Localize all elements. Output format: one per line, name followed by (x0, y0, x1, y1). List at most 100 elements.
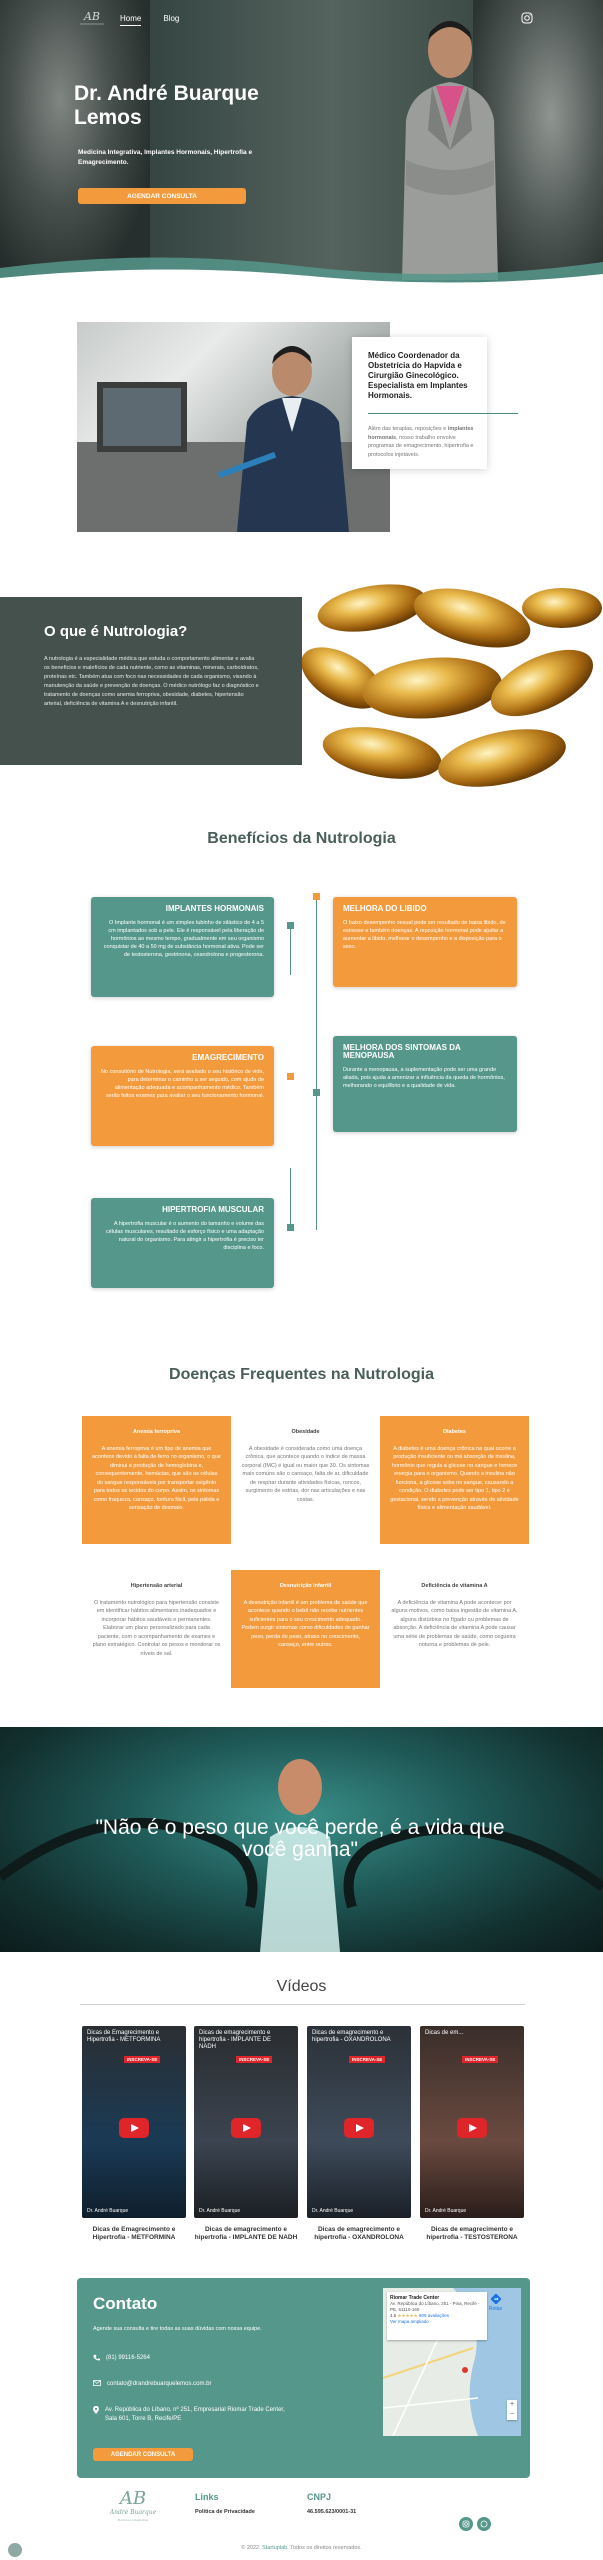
video-thumbnail[interactable]: Dicas de emagrecimento e hipertrofia - I… (194, 2026, 298, 2218)
benefit-title: EMAGRECIMENTO (192, 1053, 264, 1062)
footer-logo[interactable]: AB André Buarque Medicina Integrativa (106, 2484, 160, 2524)
hero-cta-button[interactable]: AGENDAR CONSULTA (78, 188, 246, 204)
youtube-play-icon[interactable] (231, 2118, 261, 2138)
benefit-text: O Implante hormonal é um simples tubinho… (103, 920, 264, 958)
phone-icon (93, 2354, 100, 2361)
disease-text: A obesidade é considerada como uma doenç… (241, 1445, 370, 1503)
nav-home[interactable]: Home (120, 14, 142, 26)
footer-logo-sub: Medicina Integrativa (118, 2518, 149, 2522)
map-directions[interactable]: Rotas (489, 2293, 503, 2312)
video-caption[interactable]: Dicas de Emagrecimento e Hipertrofia - M… (92, 2226, 176, 2241)
disease-title: Deficiência de vitamina A (421, 1583, 488, 1589)
map-reviews[interactable]: 809 avaliações (418, 2313, 449, 2318)
disease-obesidade: Obesidade A obesidade é considerada como… (231, 1416, 380, 1544)
video-caption[interactable]: Dicas de emagrecimento e hipertrofia - I… (194, 2226, 298, 2241)
disease-title: Hipertensão arterial (130, 1583, 183, 1589)
disease-text: O tratamento nutrológico para hipertensã… (92, 1599, 221, 1657)
benefit-card-emagrecimento: EMAGRECIMENTO No consultório de Nutrolog… (91, 1046, 274, 1146)
nav-blog[interactable]: Blog (163, 14, 180, 23)
video-card[interactable]: Dicas de emagrecimento e hipertrofia - O… (307, 2026, 411, 2242)
site-logo[interactable]: AB (72, 6, 112, 28)
benefit-text: No consultório de Nutrologia, será avali… (101, 1069, 264, 1099)
map-zoom-controls[interactable]: +− (507, 2400, 517, 2420)
footer-instagram-button[interactable] (459, 2517, 473, 2531)
hero-title: Dr. André Buarque Lemos (74, 82, 259, 129)
footer-whatsapp-button[interactable] (477, 2517, 491, 2531)
benefit-text: A hipertrofia muscular é o aumento do ta… (105, 1221, 264, 1251)
doencas-title: Doenças Frequentes na Nutrologia (169, 1366, 434, 1383)
contact-phone[interactable]: (81) 99116-5264 (106, 2355, 150, 2361)
youtube-play-icon[interactable] (344, 2118, 374, 2138)
disease-title: Desnutrição infantil (279, 1583, 332, 1589)
youtube-play-icon[interactable] (457, 2118, 487, 2138)
nutrologia-title: O que é Nutrologia? (44, 623, 188, 640)
disease-text: A anemia ferropriva é um tipo de anemia … (92, 1445, 221, 1512)
map-place-name: Riomar Trade Center (390, 2295, 440, 2301)
whatsapp-icon (480, 2520, 488, 2528)
beneficios-title: Benefícios da Nutrologia (207, 830, 396, 847)
map-rating: 4.5 (390, 2313, 397, 2318)
svg-text:AB: AB (118, 2488, 146, 2509)
copyright-brand-link[interactable]: Startuplab (262, 2545, 288, 2551)
disease-text: A desnutrição infantil é um problema de … (241, 1599, 370, 1649)
main-nav: Home Blog (120, 14, 179, 26)
video-channel: Dr. André Buarque (199, 2208, 241, 2214)
contact-address[interactable]: Av. República do Líbano, nº 251, Empresa… (105, 2407, 285, 2422)
benefit-card-hipertrofia: HIPERTROFIA MUSCULAR A hipertrofia muscu… (91, 1198, 274, 1288)
zoom-in-icon[interactable]: + (509, 2401, 515, 2408)
zoom-out-icon[interactable]: − (509, 2411, 515, 2418)
nutrologia-box: O que é Nutrologia? A nutrologia é a esp… (0, 597, 302, 765)
disease-vitamina-a: Deficiência de vitamina A A deficiência … (380, 1570, 529, 1688)
quote-banner: "Não é o peso que você perde, é a vida q… (0, 1727, 603, 1952)
video-thumbnail[interactable]: Dicas de em... INSCREVA-SE Dr. André Bua… (420, 2026, 524, 2218)
video-thumbnail[interactable]: Dicas de Emagrecimento e Hipertrofia - M… (82, 2026, 186, 2218)
about-text-part1: Além das terapias, reposições e (368, 426, 448, 432)
footer-links-title: Links (195, 2492, 219, 2502)
subscribe-badge: INSCREVA-SE (349, 2056, 386, 2063)
about-heading: Médico Coordenador da Obstetrícia do Hap… (368, 351, 468, 400)
about-photo-illustration (77, 346, 390, 532)
disease-text: A deficiência de vitamina A pode acontec… (391, 1599, 518, 1649)
contact-email[interactable]: contato@drandrebuarquelemos.com.br (107, 2381, 212, 2387)
video-thumbnail[interactable]: Dicas de emagrecimento e hipertrofia - O… (307, 2026, 411, 2218)
instagram-icon (462, 2520, 470, 2528)
video-caption[interactable]: Dicas de emagrecimento e hipertrofia - T… (426, 2226, 518, 2241)
map-pin-icon (93, 2406, 99, 2414)
video-card[interactable]: Dicas de em... INSCREVA-SE Dr. André Bua… (420, 2026, 524, 2242)
benefit-text: Durante a menopausa, a suplementação pod… (343, 1067, 505, 1089)
contact-email-row[interactable]: contato@drandrebuarquelemos.com.br (93, 2380, 293, 2389)
hero-doctor-photo (402, 21, 498, 280)
hero-subtitle: Medicina Integrativa, Implantes Hormonai… (78, 149, 253, 166)
video-card[interactable]: Dicas de emagrecimento e hipertrofia - I… (194, 2026, 298, 2242)
benefit-text: O baixo desempenho sexual pode ser resul… (343, 920, 506, 950)
video-card[interactable]: Dicas de Emagrecimento e Hipertrofia - M… (82, 2026, 186, 2242)
map-directions-label[interactable]: Rotas (489, 2306, 503, 2312)
timeline-line (316, 898, 317, 1230)
footer-cnpj: 46.595.623/0001-31 (307, 2509, 357, 2515)
quote-text: "Não é o peso que você perde, é a vida q… (95, 1816, 505, 1861)
timeline-dot (287, 1224, 294, 1231)
benefit-card-implantes: IMPLANTES HORMONAIS O Implante hormonal … (91, 897, 274, 997)
youtube-play-icon[interactable] (119, 2118, 149, 2138)
timeline-dot (313, 1089, 320, 1096)
about-text-part2: , nosso trabalho envolve programas de em… (368, 434, 474, 458)
google-map[interactable]: Riomar Trade Center Av. República do Líb… (383, 2288, 521, 2436)
floating-accessibility-button[interactable] (8, 2543, 22, 2557)
hero-section: AB Home Blog Dr. André Buarque Lemos Med… (0, 0, 603, 288)
map-enlarge-link[interactable]: Ver mapa ampliado (390, 2319, 429, 2324)
about-text: Além das terapias, reposições e implante… (368, 425, 478, 459)
benefit-title: MELHORA DO LIBIDO (343, 904, 427, 913)
map-info-card[interactable]: Riomar Trade Center Av. República do Líb… (387, 2292, 487, 2340)
directions-icon (489, 2293, 502, 2305)
contact-lead: Agende sua consulta e tire todas as suas… (93, 2326, 262, 2332)
hero-wave-divider (0, 257, 603, 288)
contact-phone-row[interactable]: (81) 99116-5264 (93, 2354, 293, 2363)
contact-address-row[interactable]: Av. República do Líbano, nº 251, Empresa… (93, 2406, 293, 2424)
video-caption[interactable]: Dicas de emagrecimento e hipertrofia - O… (314, 2226, 404, 2241)
subscribe-badge: INSCREVA-SE (236, 2056, 273, 2063)
contact-cta-button[interactable]: AGENDAR CONSULTA (93, 2448, 193, 2461)
disease-anemia: Anemia ferropriva A anemia ferropriva é … (82, 1416, 231, 1544)
footer-link-privacy[interactable]: Política de Privacidade (195, 2509, 255, 2515)
disease-title: Obesidade (291, 1429, 320, 1435)
instagram-icon[interactable] (521, 12, 533, 24)
